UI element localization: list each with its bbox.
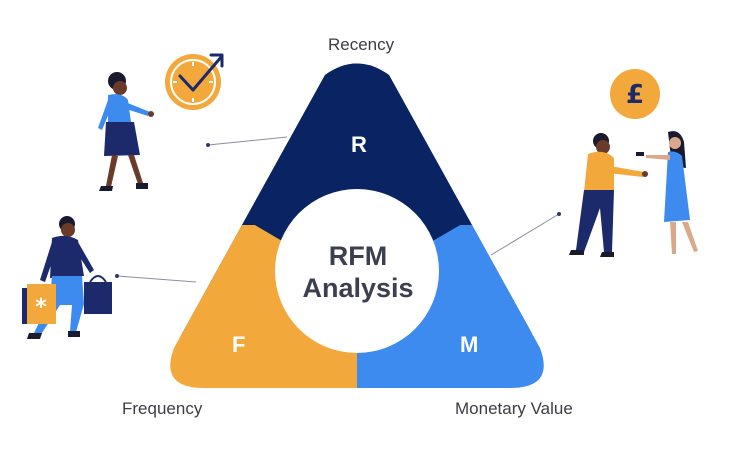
frequency-connector: [116, 275, 197, 283]
coin-circle: [610, 69, 660, 119]
shopper-illustration: *: [22, 216, 112, 339]
pound-coin-icon: £: [625, 80, 645, 110]
segment-letter-r: R: [351, 132, 367, 157]
segment-letter-f: F: [232, 332, 246, 357]
frequency-label: Frequency: [122, 399, 203, 418]
center-title-line-1: RFM: [328, 241, 388, 271]
center-circle: [275, 189, 439, 353]
clock-icon: [165, 53, 224, 110]
center-title: RFM Analysis: [278, 240, 438, 304]
segment-letter-m: M: [460, 332, 479, 357]
recency-connector: [207, 136, 288, 146]
connector-lines: [115, 136, 561, 283]
center-title-line-2: Analysis: [302, 273, 414, 303]
monetary-connector: [490, 213, 560, 256]
recency-label: Recency: [328, 35, 395, 54]
svg-text:*: *: [35, 295, 47, 320]
monetary-value-label: Monetary Value: [455, 399, 573, 418]
payment-couple-illustration: [569, 131, 698, 257]
walking-woman-illustration: [98, 72, 154, 191]
